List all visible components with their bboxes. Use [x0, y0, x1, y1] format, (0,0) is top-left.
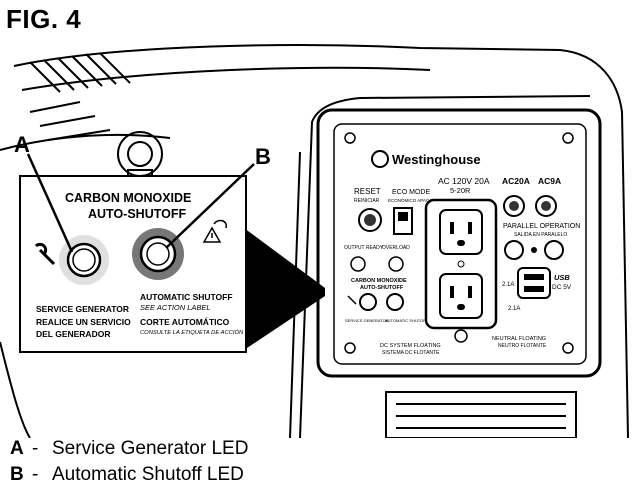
zoom-service-label-es-2: DEL GENERADOR: [36, 329, 110, 339]
ac-outlet-label-line1: AC 120V 20A: [438, 176, 490, 186]
legend-key: B: [10, 464, 24, 485]
usb-port-housing: [517, 267, 551, 299]
parallel-ground-screw: [531, 247, 537, 253]
service-generator-led-inner: [72, 248, 96, 272]
usb-port-top[interactable]: [524, 274, 544, 280]
ac9a-label: AC9A: [538, 176, 561, 186]
ac-outlet-top[interactable]: [439, 209, 483, 255]
figure-title: FIG. 4: [6, 4, 82, 34]
generator-illustration: Westinghouse RESET REINICIAR ECO MODE EC…: [0, 44, 629, 438]
control-panel: Westinghouse RESET REINICIAR ECO MODE EC…: [316, 108, 602, 378]
service-generator-small-label: SERVICE GENERATOR: [345, 318, 389, 323]
usb-port-bottom[interactable]: [524, 286, 544, 292]
usb-label: USB: [554, 273, 570, 282]
zoom-service-label-es-1: REALICE UN SERVICIO: [36, 317, 131, 327]
zoom-shutoff-label: AUTOMATIC SHUTOFF: [140, 292, 233, 302]
bottom-grille: [385, 391, 577, 438]
eco-mode-switch-rocker: [398, 212, 408, 221]
automatic-shutoff-led-small: [386, 293, 404, 311]
ac-outlet-label-line2: 5-20R: [450, 186, 471, 195]
callout-a: A: [14, 132, 30, 157]
legend-key: A: [10, 438, 24, 459]
overload-label: OVERLOAD: [382, 245, 410, 251]
zoom-title-line1: CARBON MONOXIDE: [65, 191, 191, 205]
automatic-shutoff-small-label: AUTOMATIC SHUTOFF: [385, 318, 429, 323]
usb-amp-bottom-label: 2.1A: [508, 306, 520, 312]
output-ready-label: OUTPUT READY: [344, 245, 384, 251]
brand-name: Westinghouse: [392, 152, 481, 167]
callout-b-leader: [165, 163, 255, 249]
parallel-operation-label-es: SALIDA EN PARALELO: [514, 232, 567, 238]
legend-dash: -: [32, 438, 39, 459]
eco-mode-label: ECO MODE: [392, 189, 430, 196]
usb-voltage-label: DC 5V: [552, 284, 572, 291]
zoom-callout: CARBON MONOXIDE AUTO-SHUTOFF SERVICE GEN…: [19, 175, 247, 353]
panel-screw-icon: [344, 132, 356, 144]
usb-amp-top-label: 2.1A: [502, 282, 514, 288]
ground-terminal: [454, 329, 468, 343]
service-generator-led-small: [359, 293, 377, 311]
overload-led: [388, 256, 404, 272]
panel-screw-icon: [344, 342, 356, 354]
zoom-service-label: SERVICE GENERATOR: [36, 304, 129, 314]
legend-item-a: A-Service Generator LED: [10, 438, 248, 460]
reset-label: RESET: [354, 187, 381, 196]
parallel-operation-label: PARALLEL OPERATION: [503, 223, 580, 230]
automatic-shutoff-led-inner: [146, 242, 170, 266]
automatic-shutoff-led: [139, 235, 177, 273]
zoom-title-line2: AUTO-SHUTOFF: [88, 207, 187, 221]
ac20a-breaker-center: [509, 201, 519, 211]
callout-a-leader: [26, 153, 74, 253]
legend-text: Service Generator LED: [52, 438, 249, 459]
eco-mode-label-es: ECONÓMICO APAGADO: [388, 197, 440, 203]
ac-outlet-bottom[interactable]: [439, 273, 483, 319]
housing-hatching: [29, 52, 131, 93]
legend-dash: -: [32, 464, 39, 485]
parallel-port-right[interactable]: [544, 240, 564, 260]
westinghouse-logo-icon: [371, 150, 389, 168]
ac9a-breaker-center: [541, 201, 551, 211]
wrench-icon: [34, 242, 56, 266]
zoom-shutoff-note-es: CONSULTE LA ETIQUETA DE ACCIÓN: [140, 329, 244, 336]
legend-text: Automatic Shutoff LED: [52, 464, 244, 485]
parallel-port-left[interactable]: [504, 240, 524, 260]
reset-label-es: REINICIAR: [354, 198, 380, 204]
callout-b: B: [255, 144, 271, 169]
ac20a-label: AC20A: [502, 176, 530, 186]
zoom-shutoff-label-es: CORTE AUTOMÁTICO: [140, 317, 230, 327]
outlet-screw-icon: [457, 260, 465, 268]
panel-screw-icon: [562, 342, 574, 354]
dc-floating-label: DC SYSTEM FLOATING: [380, 343, 441, 349]
neutral-floating-label-es: NEUTRO FLOTANTE: [498, 343, 547, 349]
co-panel-label-line1: CARBON MONOXIDE: [351, 278, 407, 284]
co-panel-label-line2: AUTO-SHUTOFF: [360, 285, 404, 291]
neutral-floating-label: NEUTRAL FLOATING: [492, 336, 546, 342]
wrench-icon: [347, 295, 357, 305]
panel-screw-icon: [562, 132, 574, 144]
reset-button-center: [364, 214, 376, 226]
zoom-shutoff-note: SEE ACTION LABEL: [140, 303, 211, 312]
zoom-pointer: [244, 228, 325, 350]
dc-floating-label-es: SISTEMA DC FLOTANTE: [382, 350, 440, 356]
legend-item-b: B-Automatic Shutoff LED: [10, 464, 244, 486]
output-ready-led: [350, 256, 366, 272]
warning-triangle-icon: [202, 219, 227, 243]
outlet-slots: [450, 222, 472, 310]
